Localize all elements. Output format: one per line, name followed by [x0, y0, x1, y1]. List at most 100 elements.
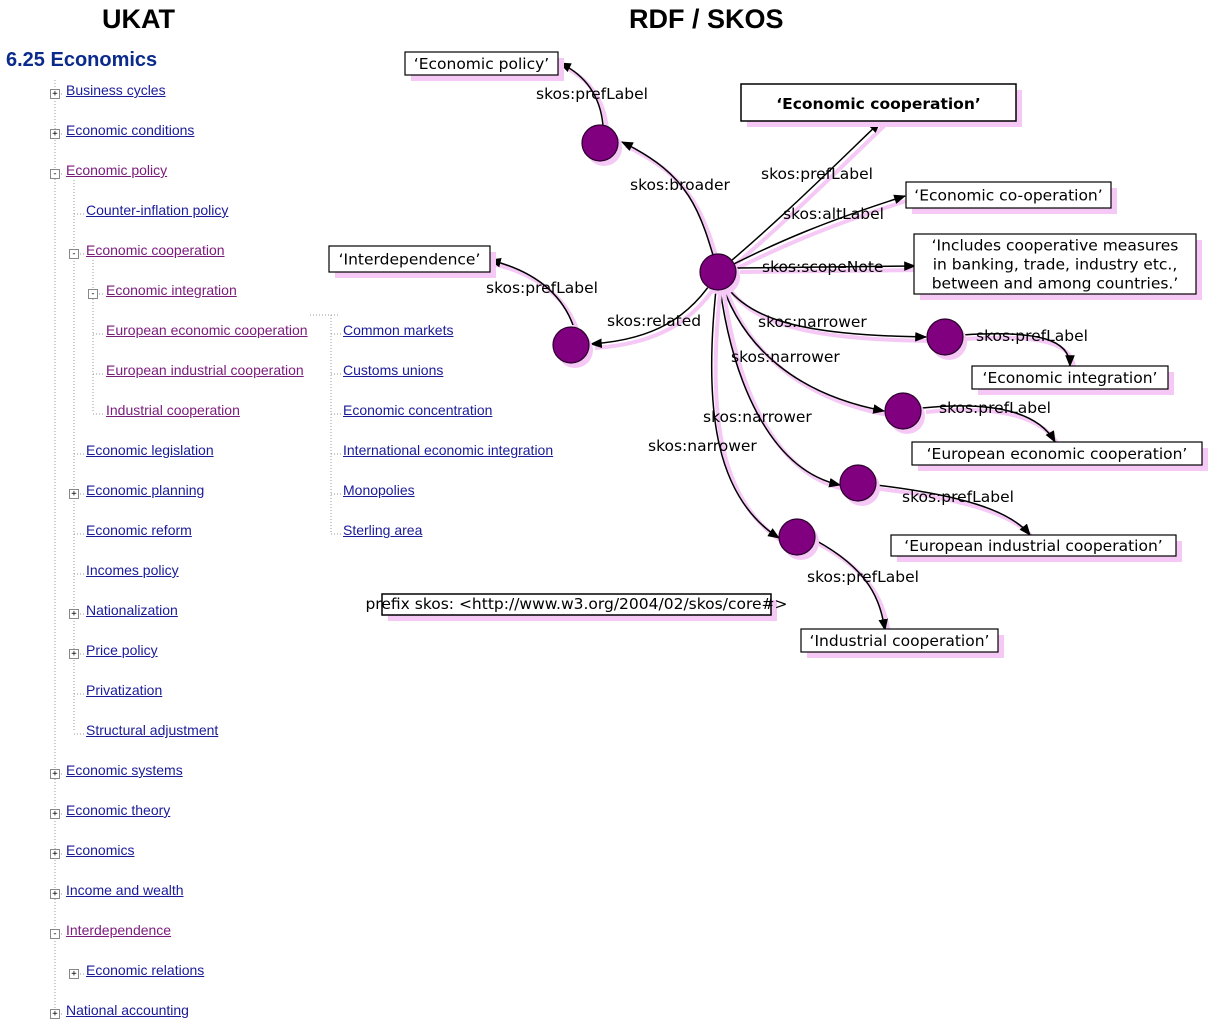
box-european-economic-cooperation	[911, 441, 1203, 466]
side-item-monopolies[interactable]: Monopolies	[343, 482, 415, 498]
label-narrower-4: skos:narrower	[648, 437, 757, 455]
label-alt-label: skos:altLabel	[783, 205, 884, 223]
box-economic-cooperation	[740, 83, 1017, 122]
edge-pref-cooperation	[717, 121, 881, 273]
box-european-industrial-cooperation	[890, 534, 1177, 557]
edge-pref-european-economic	[921, 405, 1056, 444]
label-pref-interdependence: skos:prefLabel	[486, 279, 598, 297]
tree-item-economic-systems[interactable]: Economic systems	[66, 762, 183, 778]
expand-icon[interactable]: +	[50, 849, 60, 859]
tree-item-nationalization[interactable]: Nationalization	[86, 602, 178, 618]
tree-item-economic-theory[interactable]: Economic theory	[66, 802, 171, 818]
label-pref-european-industrial: skos:prefLabel	[902, 488, 1014, 506]
expand-icon[interactable]: +	[69, 609, 79, 619]
expand-icon[interactable]: +	[69, 969, 79, 979]
tree-item-economic-policy[interactable]: Economic policy	[66, 162, 168, 178]
box-prefix	[381, 593, 772, 616]
collapse-icon[interactable]: -	[69, 249, 79, 259]
tree-item-economic-reform[interactable]: Economic reform	[86, 522, 192, 538]
edge-alt-label	[717, 194, 907, 273]
edge-pref-industrial	[814, 539, 888, 632]
node-interdependence	[552, 326, 590, 364]
tree-item-interdependence[interactable]: Interdependence	[66, 922, 172, 938]
box-european-industrial-cooperation-text: ‘European industrial cooperation’	[904, 537, 1162, 555]
node-economic-integration	[926, 318, 964, 356]
box-scope-note	[913, 233, 1197, 295]
collapse-icon[interactable]: -	[50, 929, 60, 939]
expand-icon[interactable]: +	[50, 809, 60, 819]
label-narrower-2: skos:narrower	[731, 348, 840, 366]
label-pref-european-economic: skos:prefLabel	[939, 399, 1051, 417]
box-prefix-text: prefix skos: <http://www.w3.org/2004/02/…	[365, 595, 787, 613]
box-economic-policy-text: ‘Economic policy’	[414, 55, 549, 73]
box-european-economic-cooperation-text: ‘European economic cooperation’	[927, 445, 1188, 463]
label-pref-integration: skos:prefLabel	[976, 327, 1088, 345]
edge-narrower-2	[717, 271, 886, 414]
box-economic-cooperation-text: ‘Economic cooperation’	[776, 95, 981, 113]
expand-icon[interactable]: +	[50, 889, 60, 899]
expand-icon[interactable]: +	[50, 1009, 60, 1019]
edge-narrower-4	[710, 271, 781, 539]
side-item-common-markets[interactable]: Common markets	[343, 322, 454, 338]
side-item-sterling-area[interactable]: Sterling area	[343, 522, 423, 538]
tree-item-economic-cooperation[interactable]: Economic cooperation	[86, 242, 225, 258]
collapse-icon[interactable]: -	[88, 289, 98, 299]
box-economic-co-operation	[905, 181, 1112, 209]
box-economic-policy	[404, 51, 559, 76]
label-pref-cooperation: skos:prefLabel	[761, 165, 873, 183]
box-economic-integration-text: ‘Economic integration’	[983, 369, 1158, 387]
box-scope-note-text: ‘Includes cooperative measures	[932, 237, 1179, 255]
node-economic-cooperation	[699, 253, 737, 291]
box-interdependence-text: ‘Interdependence’	[339, 251, 481, 269]
expand-icon[interactable]: +	[69, 649, 79, 659]
node-european-industrial-cooperation	[839, 464, 877, 502]
expand-icon[interactable]: +	[50, 769, 60, 779]
edge-broader	[620, 141, 719, 273]
tree-item-counter-inflation-policy[interactable]: Counter-inflation policy	[86, 202, 229, 218]
expand-icon[interactable]: +	[50, 129, 60, 139]
label-broader: skos:broader	[630, 176, 731, 194]
tree-item-industrial-cooperation[interactable]: Industrial cooperation	[106, 402, 240, 418]
collapse-icon[interactable]: -	[50, 169, 60, 179]
label-narrower-3: skos:narrower	[703, 408, 812, 426]
box-interdependence	[328, 245, 491, 273]
tree-item-economic-conditions[interactable]: Economic conditions	[66, 122, 195, 138]
edge-pref-policy	[558, 62, 604, 126]
node-economic-policy	[581, 124, 619, 162]
edge-scope-note	[735, 261, 917, 271]
label-scope-note: skos:scopeNote	[762, 258, 883, 276]
node-industrial-cooperation	[778, 518, 816, 556]
tree-item-national-accounting[interactable]: National accounting	[66, 1002, 189, 1018]
tree-item-incomes-policy[interactable]: Incomes policy	[86, 562, 179, 578]
box-industrial-cooperation-text: ‘Industrial cooperation’	[810, 632, 990, 650]
edge-pref-european-industrial	[875, 484, 1031, 536]
tree-item-economic-relations[interactable]: Economic relations	[86, 962, 205, 978]
tree-item-price-policy[interactable]: Price policy	[86, 642, 158, 658]
tree-item-economic-legislation[interactable]: Economic legislation	[86, 442, 214, 458]
label-narrower-1: skos:narrower	[758, 313, 867, 331]
edge-narrower-3	[717, 271, 842, 488]
label-pref-policy: skos:prefLabel	[536, 85, 648, 103]
tree-item-european-industrial-cooperation[interactable]: European industrial cooperation	[106, 362, 304, 378]
edge-pref-interdependence	[488, 257, 574, 326]
section-title: 6.25 Economics	[6, 49, 158, 71]
side-item-customs-unions[interactable]: Customs unions	[343, 362, 444, 378]
tree-item-economic-integration[interactable]: Economic integration	[106, 282, 237, 298]
tree-item-income-and-wealth[interactable]: Income and wealth	[66, 882, 184, 898]
tree-item-economics[interactable]: Economics	[66, 842, 135, 858]
expand-icon[interactable]: +	[69, 489, 79, 499]
tree-item-business-cycles[interactable]: Business cycles	[66, 82, 166, 98]
side-item-international-economic-integration[interactable]: International economic integration	[343, 442, 554, 458]
tree-item-structural-adjustment[interactable]: Structural adjustment	[86, 722, 219, 738]
tree-item-european-economic-cooperation[interactable]: European economic cooperation	[106, 322, 308, 338]
tree-item-economic-planning[interactable]: Economic planning	[86, 482, 205, 498]
edge-pref-integration	[961, 333, 1075, 368]
label-pref-industrial: skos:prefLabel	[807, 568, 919, 586]
node-european-economic-cooperation	[884, 392, 922, 430]
side-item-economic-concentration[interactable]: Economic concentration	[343, 402, 493, 418]
tree-connector-lines	[54, 80, 341, 1015]
rdf-skos-header: RDF / SKOS	[629, 4, 784, 34]
tree-item-privatization[interactable]: Privatization	[86, 682, 163, 698]
expand-icon[interactable]: +	[50, 89, 60, 99]
